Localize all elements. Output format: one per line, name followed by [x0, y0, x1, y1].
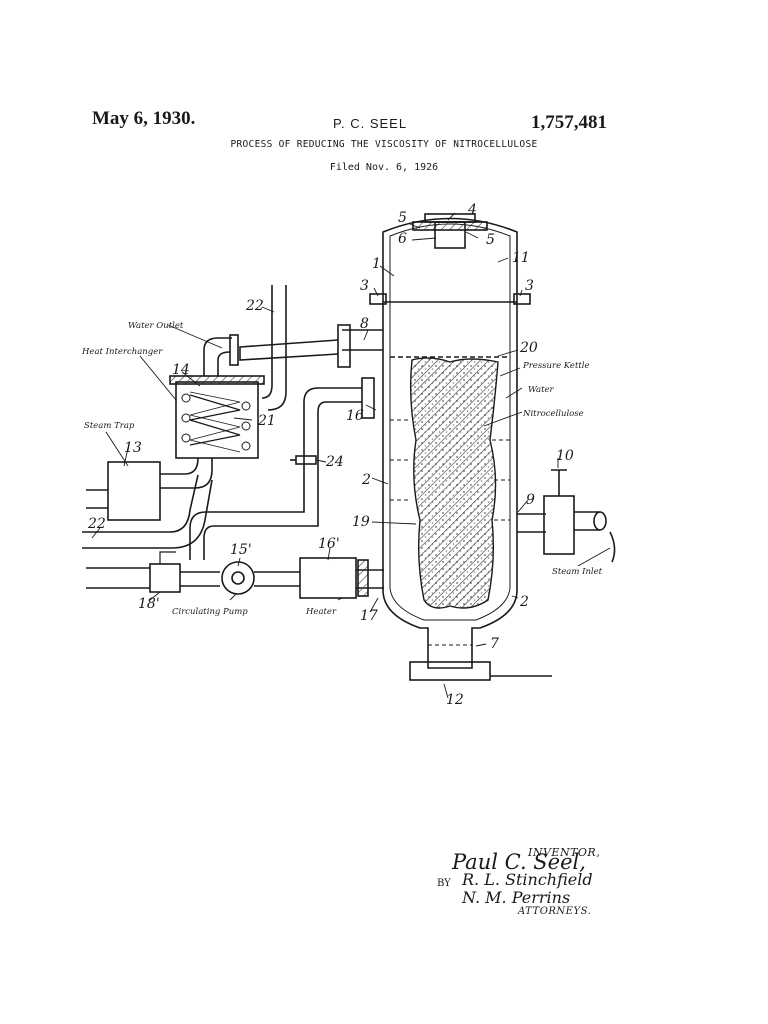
ref-3-right: 3 [525, 278, 534, 294]
attorney-signature-2: N. M. Perrins [462, 888, 571, 907]
ref-2-right: 2 [519, 594, 529, 610]
ref-13: 13 [124, 440, 142, 456]
patent-date: May 6, 1930. [92, 108, 196, 129]
ref-4: 4 [467, 202, 477, 218]
ref-7: 7 [490, 636, 499, 652]
inventor-signature: Paul C. Seel, [452, 850, 586, 874]
filed-date: Filed Nov. 6, 1926 [329, 162, 439, 173]
label-circulating-pump: Circulating Pump [172, 607, 248, 617]
label-steam-inlet: Steam Inlet [552, 567, 603, 577]
ref-9: 9 [526, 492, 535, 508]
inventor-caption: INVENTOR, [528, 846, 601, 859]
ref-1: 1 [372, 256, 381, 272]
ref-20: 20 [519, 340, 538, 356]
ref-14: 14 [172, 362, 190, 378]
ref-18: 18' [138, 596, 160, 612]
label-water: Water [528, 385, 555, 395]
label-water-outlet: Water Outlet [128, 321, 184, 331]
by-label: BY [437, 878, 451, 889]
label-heat-interchanger: Heat Interchanger [81, 347, 163, 357]
ref-3-left: 3 [360, 278, 369, 294]
label-pressure-kettle: Pressure Kettle [522, 361, 590, 371]
ref-22-bottom: 22 [87, 516, 106, 532]
label-steam-trap: Steam Trap [84, 421, 135, 431]
ref-8: 8 [360, 316, 369, 332]
ref-17: 17 [360, 608, 378, 624]
ref-10: 10 [556, 448, 574, 464]
attorney-signature-1: R. L. Stinchfield [462, 870, 593, 889]
ref-15: 15' [230, 542, 252, 558]
ref-6: 6 [398, 231, 407, 247]
ref-5-right: 5 [486, 232, 495, 248]
patent-number: 1,757,481 [531, 112, 607, 133]
attorneys-caption: ATTORNEYS. [518, 906, 592, 917]
ref-21: 21 [257, 413, 276, 429]
kettle-body [382, 300, 518, 669]
ref-22-top: 22 [245, 298, 264, 314]
ref-11: 11 [512, 250, 530, 266]
ref-24: 24 [325, 454, 344, 470]
ref-2-left: 2 [361, 472, 371, 488]
ref-16-prime: 16' [318, 536, 340, 552]
patent-title: PROCESS OF REDUCING THE VISCOSITY OF NIT… [230, 139, 538, 150]
label-heater: Heater [305, 607, 337, 617]
ref-12: 12 [446, 692, 464, 708]
inventor-name: P. C. SEEL [333, 116, 408, 131]
ref-5-left: 5 [398, 210, 407, 226]
ref-19: 19 [352, 514, 370, 530]
label-nitrocellulose: Nitrocellulose [522, 409, 584, 419]
ref-16: 16 [346, 408, 364, 424]
